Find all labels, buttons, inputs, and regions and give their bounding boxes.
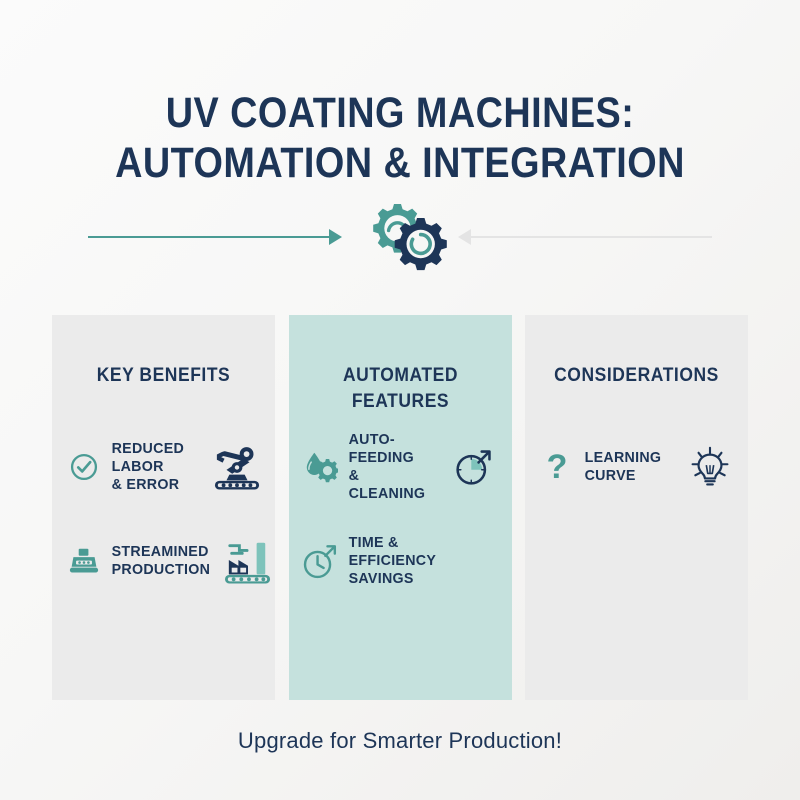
- conveyor-box-icon: [64, 547, 104, 576]
- list-item-label: TIME & EFFICIENCY SAVINGS: [341, 534, 443, 588]
- list-item-label: REDUCED LABOR & ERROR: [104, 440, 206, 494]
- factory-icon: [222, 538, 274, 584]
- lightbulb-icon: [684, 445, 736, 489]
- column-title-line-2: FEATURES: [351, 391, 449, 412]
- footer-tagline: Upgrade for Smarter Production!: [237, 728, 563, 753]
- label-line-1: STREAMINED: [111, 543, 209, 560]
- page-title: UV COATING MACHINES: AUTOMATION & INTEGR…: [0, 88, 800, 188]
- label-line-3: & ERROR: [111, 476, 180, 493]
- clock-arrow-navy-icon: [448, 447, 500, 487]
- interlocking-gears-icon: [354, 196, 464, 282]
- column-title-considerations: CONSIDERATIONS: [554, 365, 719, 386]
- gear-arrow-band: [0, 196, 800, 282]
- list-item[interactable]: REDUCED LABOR & ERROR: [64, 435, 263, 499]
- column-title-line-1: AUTOMATED: [342, 365, 458, 386]
- label-line-1: TIME & EFFICIENCY: [348, 534, 436, 569]
- column-key-benefits[interactable]: KEY BENEFITS REDUCED LABOR & ERROR: [52, 315, 275, 700]
- list-item[interactable]: ? LEARNING CURVE: [537, 435, 736, 499]
- label-line-2: & CLEANING: [348, 467, 425, 502]
- question-mark-icon: ?: [537, 450, 577, 484]
- column-title-automated-features: AUTOMATED FEATURES: [308, 363, 491, 415]
- list-item[interactable]: STREAMINED PRODUCTION: [64, 529, 270, 593]
- column-automated-features[interactable]: AUTOMATED FEATURES: [288, 315, 512, 700]
- list-item[interactable]: AUTO-FEEDING & CLEANING: [301, 431, 500, 502]
- list-item-label: STREAMINED PRODUCTION: [104, 543, 216, 579]
- label-line-2: SAVINGS: [348, 570, 414, 587]
- list-item-label: LEARNING CURVE: [577, 449, 679, 485]
- key-benefits-items: REDUCED LABOR & ERROR: [64, 435, 270, 593]
- considerations-items: ? LEARNING CURVE: [537, 435, 736, 499]
- title-line-2: AUTOMATION & INTEGRATION: [115, 139, 685, 187]
- right-arrow-shaft: [464, 236, 712, 238]
- droplet-gear-icon: [301, 451, 341, 483]
- label-line-2: PRODUCTION: [111, 561, 211, 578]
- label-line-1: REDUCED: [111, 440, 185, 457]
- label-line-1: AUTO-FEEDING: [348, 431, 414, 466]
- right-arrow-head-icon: [458, 229, 471, 245]
- label-line-1: LEARNING: [584, 449, 662, 466]
- list-item[interactable]: TIME & EFFICIENCY SAVINGS: [301, 529, 500, 593]
- title-line-1: UV COATING MACHINES:: [165, 89, 635, 137]
- label-line-2: LABOR: [111, 458, 164, 475]
- clock-arrow-teal-icon: [301, 542, 341, 580]
- column-title-key-benefits: KEY BENEFITS: [96, 365, 231, 386]
- automated-features-items: AUTO-FEEDING & CLEANING: [301, 431, 500, 593]
- column-considerations[interactable]: CONSIDERATIONS ? LEARNING CURVE: [525, 315, 748, 700]
- question-mark-glyph: ?: [546, 448, 568, 486]
- list-item-label: AUTO-FEEDING & CLEANING: [341, 431, 443, 503]
- left-arrow-shaft: [88, 236, 336, 238]
- check-circle-icon: [64, 452, 104, 482]
- label-line-2: CURVE: [584, 467, 636, 484]
- left-arrow-head-icon: [329, 229, 342, 245]
- robot-arm-icon: [211, 444, 263, 490]
- columns-container: KEY BENEFITS REDUCED LABOR & ERROR: [52, 315, 748, 700]
